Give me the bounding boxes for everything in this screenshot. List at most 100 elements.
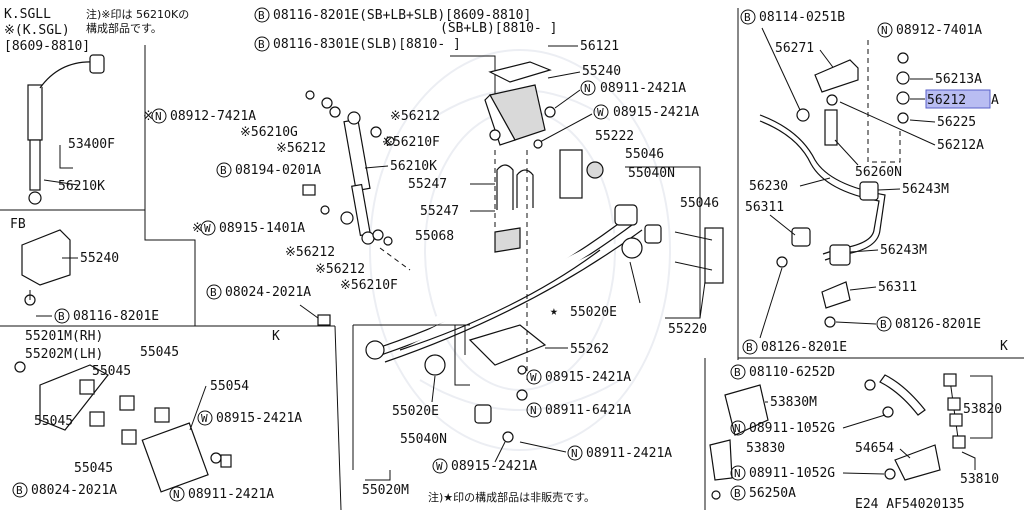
marker-b: B <box>744 11 751 24</box>
callout-56250a: 56250A <box>749 486 796 501</box>
marker-b: B <box>16 484 23 497</box>
callout-56311-b: 56311 <box>878 280 917 295</box>
marker-asterisk-a: ※ <box>143 109 154 124</box>
bracket-55240-fb-illustration <box>21 229 71 306</box>
callout-sb-lb-8810: (SB+LB)[8810- ] <box>440 21 557 36</box>
callout-55040n-a: 55040N <box>628 166 675 181</box>
callout-08911-2421a-top: 08911-2421A <box>600 81 686 96</box>
note-star-not-sold: 注)★印の構成部品は非販売です。 <box>428 490 595 504</box>
shock-absorber-center-illustration <box>343 111 375 245</box>
callout-08912-7421a-mid: 08912-7421A <box>170 109 256 124</box>
callout-55220: 55220 <box>668 322 707 337</box>
marker-b: B <box>258 38 265 51</box>
callout-08915-2421a-d: 08915-2421A <box>451 459 537 474</box>
callout-55020m: 55020M <box>362 483 409 498</box>
shackle-plate-55201m-illustration <box>14 361 232 493</box>
callout-56210f-a: ※56210F <box>382 135 440 150</box>
shock-absorber-left-illustration <box>27 54 105 205</box>
callout-56121: 56121 <box>580 39 619 54</box>
note-components-suffix: 構成部品です。 <box>86 21 162 35</box>
spring-hanger-55240-illustration <box>484 61 552 146</box>
star-marker: ★ <box>550 304 558 319</box>
callout-56225: 56225 <box>937 115 976 130</box>
callout-08915-1401a: 08915-1401A <box>219 221 305 236</box>
callout-53820: 53820 <box>963 402 1002 417</box>
callout-56210g: ※56210G <box>240 125 298 140</box>
marker-b: B <box>746 341 753 354</box>
callout-08912-7401a: 08912-7401A <box>896 23 982 38</box>
u-bolt-55247-illustration <box>496 164 534 210</box>
callout-53830m: 53830M <box>770 395 817 410</box>
marker-w: W <box>530 371 537 384</box>
lateral-rod-bracket-illustration <box>709 373 966 500</box>
callout-56212-c: ※56212 <box>285 245 335 260</box>
marker-b: B <box>258 9 265 22</box>
callout-53400f: 53400F <box>68 137 115 152</box>
callout-08915-2421a-left: 08915-2421A <box>216 411 302 426</box>
callout-56311-a: 56311 <box>745 200 784 215</box>
marker-n: N <box>734 422 741 435</box>
callout-08915-2421a-c: 08915-2421A <box>545 370 631 385</box>
callout-08126-8201e-b: 08126-8201E <box>761 340 847 355</box>
callout-56210f-b: ※56210F <box>340 278 398 293</box>
callout-08911-6421a: 08911-6421A <box>545 403 631 418</box>
callout-08024-2021a-left: 08024-2021A <box>31 483 117 498</box>
callout-08911-1052g-b: 08911-1052G <box>749 466 835 481</box>
marker-asterisk-b: ※ <box>192 221 203 236</box>
callout-55046-a: 55046 <box>625 147 664 162</box>
marker-w: W <box>201 412 208 425</box>
callout-08911-1052g-a: 08911-1052G <box>749 421 835 436</box>
marker-n: N <box>571 447 578 460</box>
callout-54654: 54654 <box>855 441 894 456</box>
label-k-left: K <box>272 329 280 344</box>
callout-08110-6252d: 08110-6252D <box>749 365 835 380</box>
callout-56243m-b: 56243M <box>880 243 927 258</box>
callout-56271: 56271 <box>775 41 814 56</box>
callout-55045-c: 55045 <box>34 414 73 429</box>
marker-n: N <box>584 82 591 95</box>
note-56210k-components: 注)※印は 56210Kの <box>86 7 189 21</box>
callout-55222: 55222 <box>595 129 634 144</box>
callout-08116-8201e-fb: 08116-8201E <box>73 309 159 324</box>
callout-56210k-left: 56210K <box>58 179 105 194</box>
marker-b: B <box>210 286 217 299</box>
stabilizer-bar-56230-illustration <box>759 114 886 328</box>
callout-55202m-lh: 55202M(LH) <box>25 347 103 362</box>
callout-55045-d: 55045 <box>74 461 113 476</box>
callout-08114-0251b: 08114-0251B <box>759 10 845 25</box>
callout-08911-2421a-c: 08911-2421A <box>586 446 672 461</box>
callout-56212-a: ※56212 <box>276 141 326 156</box>
marker-w: W <box>436 460 443 473</box>
marker-n: N <box>173 488 180 501</box>
callout-55020e-b: 55020E <box>392 404 439 419</box>
callout-08194-0201a: 08194-0201A <box>235 163 321 178</box>
callout-55046-b: 55046 <box>680 196 719 211</box>
callout-55020e-a: 55020E <box>570 305 617 320</box>
marker-w: W <box>204 222 211 235</box>
callout-53810: 53810 <box>960 472 999 487</box>
callout-55262: 55262 <box>570 342 609 357</box>
callout-55054: 55054 <box>210 379 249 394</box>
marker-b: B <box>734 487 741 500</box>
callout-55045-a: 55045 <box>140 345 179 360</box>
diagram-code: E24 AF54020135 <box>855 497 965 510</box>
marker-w: W <box>597 106 604 119</box>
marker-n: N <box>155 110 162 123</box>
label-k-right: K <box>1000 339 1008 354</box>
callout-08915-2421a-top: 08915-2421A <box>613 105 699 120</box>
callout-56210k-mid: 56210K <box>390 159 437 174</box>
callout-08116-8201e-sb-lb-slb: 08116-8201E(SB+LB+SLB)[8609-8810] <box>273 8 531 23</box>
section-frames <box>0 8 1024 510</box>
callout-56212a-highlighted-suffix: A <box>991 93 999 108</box>
callout-56212-b: ※56212 <box>390 109 440 124</box>
marker-n: N <box>734 467 741 480</box>
model-code-ksgl: ※(K.SGL) <box>4 23 70 38</box>
callout-55247-b: 55247 <box>420 204 459 219</box>
callout-08126-8201e-a: 08126-8201E <box>895 317 981 332</box>
callout-56230: 56230 <box>749 179 788 194</box>
marker-b: B <box>220 164 227 177</box>
callout-56212a-highlighted[interactable]: 56212 <box>927 93 966 108</box>
callout-56212a-b: 56212A <box>937 138 984 153</box>
callout-56213a: 56213A <box>935 72 982 87</box>
